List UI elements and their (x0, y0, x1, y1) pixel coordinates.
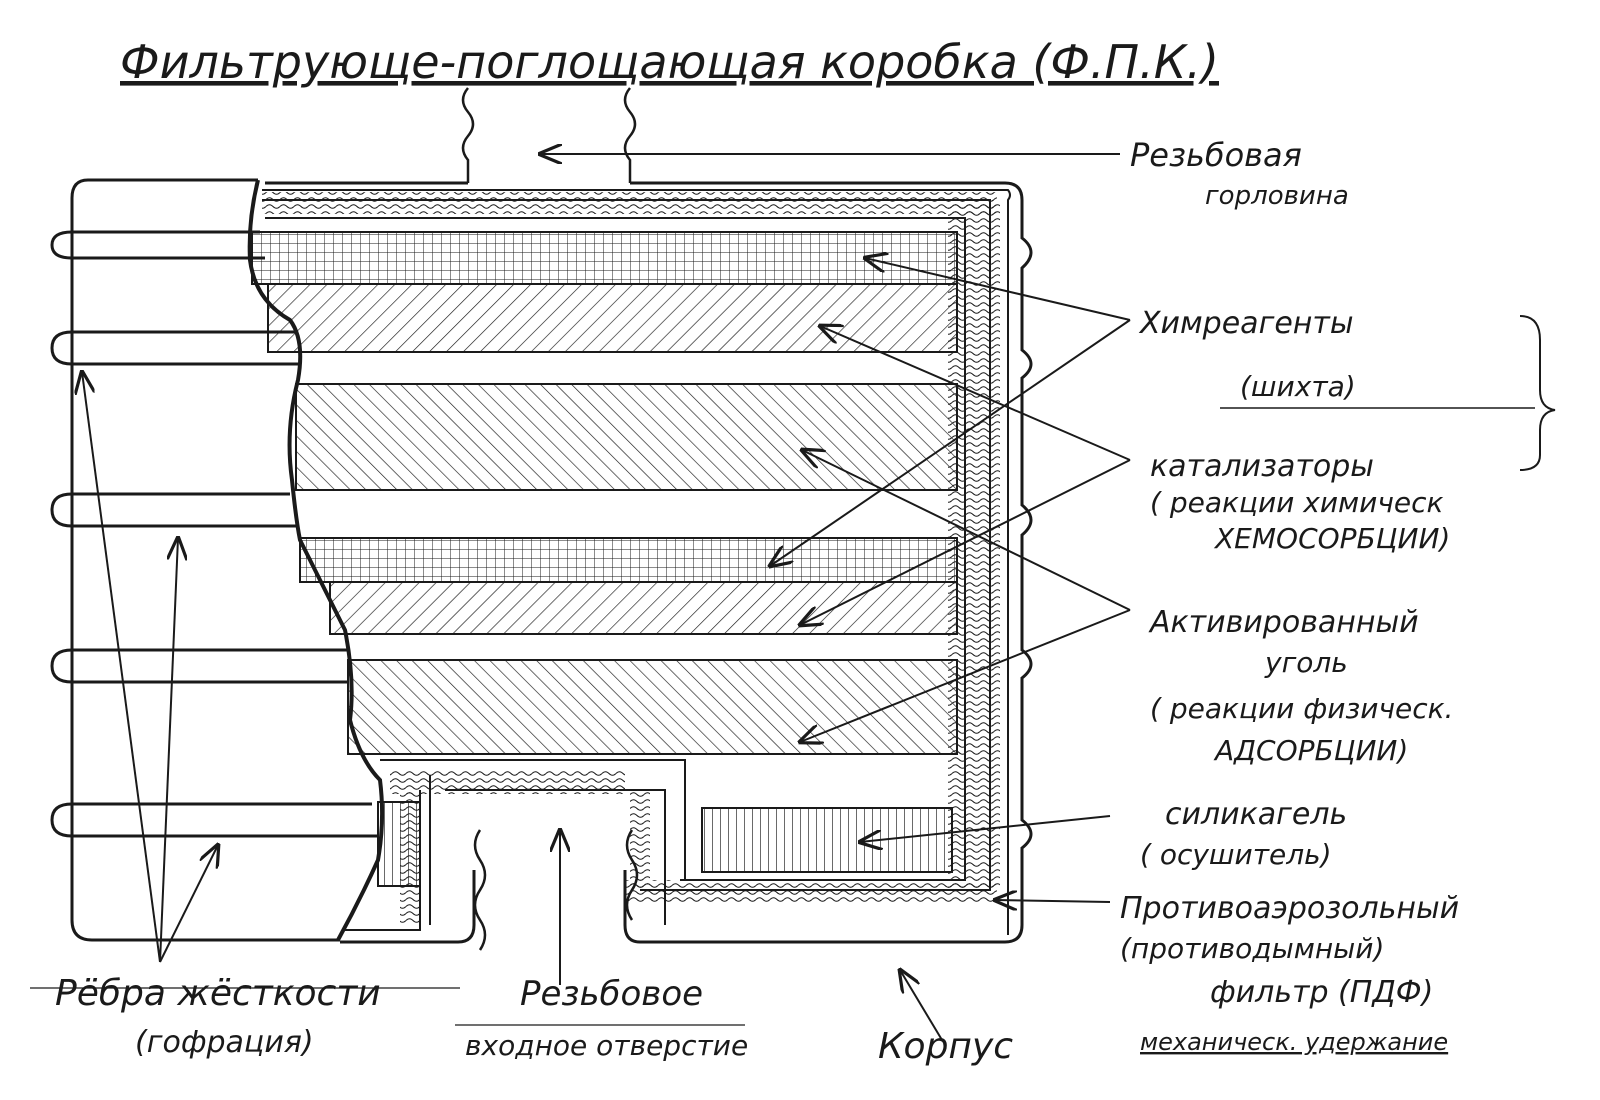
layer-chemical-1 (251, 231, 958, 285)
label-ribs-2: (гофрация) (135, 1025, 314, 1060)
label-body: Корпус (878, 1026, 1013, 1067)
layer-catalyst-2 (329, 581, 958, 635)
label-coal-4: АДСОРБЦИИ) (1213, 734, 1408, 767)
threaded-inlet (473, 829, 639, 951)
rib-5 (50, 802, 378, 838)
label-cat-3: ХЕМОСОРБЦИИ) (1213, 522, 1450, 555)
housing (70, 178, 1033, 944)
filter-layers (251, 231, 958, 887)
label-neck-2: горловина (1205, 181, 1349, 211)
label-neck-1: Резьбовая (1130, 136, 1302, 174)
layer-coal-1 (295, 383, 958, 491)
layer-chemical-2 (299, 537, 958, 583)
label-inlet-1: Резьбовое (520, 974, 703, 1014)
layer-coal-2 (347, 659, 958, 755)
rib-2 (50, 330, 298, 366)
pointer-lines (82, 154, 1131, 1041)
rib-1 (50, 230, 265, 260)
label-pdf-4: механическ. удержание (1140, 1028, 1448, 1056)
label-chem-1: Химреагенты (1138, 306, 1354, 341)
threaded-neck (461, 87, 637, 183)
label-chem-2: (шихта) (1240, 370, 1356, 403)
label-cat-2: ( реакции химическ (1150, 486, 1444, 519)
label-cat-1: катализаторы (1150, 449, 1374, 484)
rib-3 (50, 492, 298, 528)
diagram-title: Фильтрующе-поглощающая коробка (Ф.П.К.) (120, 35, 1219, 89)
label-pdf-2: (противодымный) (1120, 932, 1384, 965)
labels: Резьбовая горловина Химреагенты (шихта) … (55, 136, 1459, 1067)
label-pdf-1: Противоаэрозольный (1120, 891, 1459, 926)
label-pdf-3: фильтр (ПДФ) (1210, 975, 1433, 1010)
layer-silica-right (701, 807, 953, 873)
stiffening-ribs (50, 230, 378, 838)
layer-silica-left (377, 801, 421, 887)
label-ribs-1: Рёбра жёсткости (55, 973, 381, 1014)
grouping-brace (1519, 315, 1556, 471)
label-silica-1: силикагель (1165, 797, 1347, 832)
label-coal-1: Активированный (1148, 605, 1419, 640)
label-silica-2: ( осушитель) (1140, 838, 1332, 871)
label-inlet-2: входное отверстие (465, 1029, 748, 1062)
label-coal-3: ( реакции физическ. (1150, 692, 1453, 725)
layer-catalyst-1 (267, 283, 958, 353)
label-coal-2: уголь (1264, 646, 1348, 679)
